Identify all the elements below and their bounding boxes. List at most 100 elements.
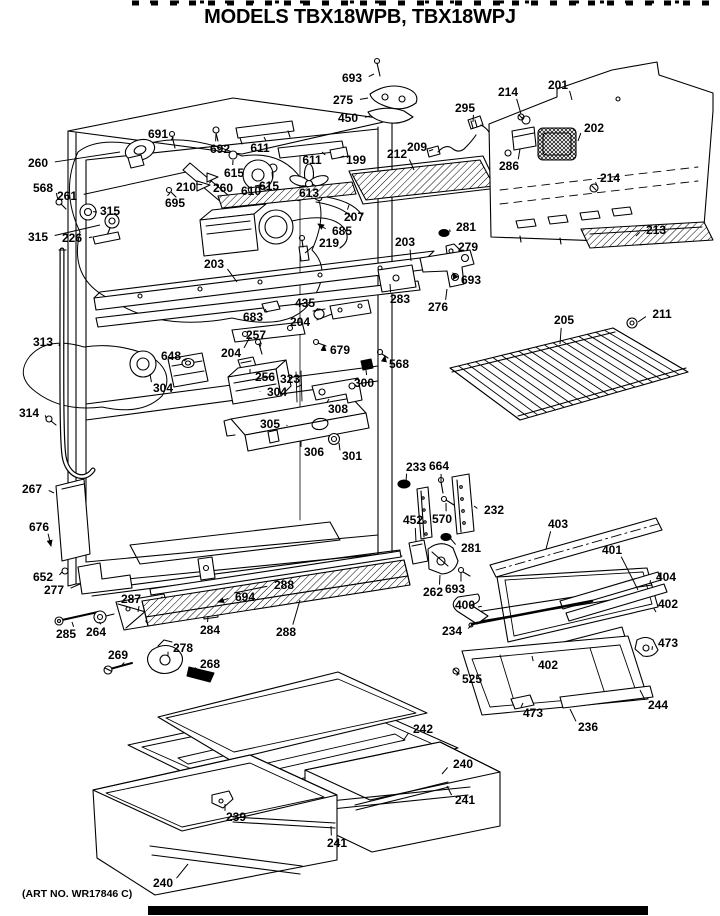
leader-line (445, 288, 448, 300)
leader-line (545, 531, 552, 550)
shelf-stack (452, 517, 668, 716)
part-label-301: 301 (342, 449, 362, 463)
leader-line (271, 171, 274, 179)
leader-line (226, 268, 238, 283)
cropped-text-fragments (132, 0, 716, 6)
part-label-685: 685 (332, 224, 352, 238)
part-label-234: 234 (442, 624, 462, 638)
part-label-214: 214 (498, 85, 518, 99)
part-label-236: 236 (578, 720, 598, 734)
leader-line (316, 313, 333, 321)
part-label-203: 203 (395, 235, 415, 249)
leader-line (438, 574, 441, 585)
part-label-214: 214 (600, 171, 620, 185)
part-label-286: 286 (499, 159, 519, 173)
leader-line (48, 489, 55, 494)
part-label-209: 209 (407, 140, 427, 154)
part-label-691: 691 (148, 127, 168, 141)
control-housings (129, 338, 389, 452)
leader-line (359, 97, 369, 100)
leader-line (517, 148, 521, 160)
part-label-202: 202 (584, 121, 604, 135)
part-label-525: 525 (462, 672, 482, 686)
art-number: (ART NO. WR17846 C) (22, 888, 133, 900)
leader-line (402, 732, 409, 742)
part-label-693: 693 (342, 71, 362, 85)
part-label-611: 611 (250, 141, 270, 155)
part-label-264: 264 (86, 625, 106, 639)
leader-line (55, 192, 59, 201)
part-label-306: 306 (304, 445, 324, 459)
part-label-204: 204 (290, 315, 310, 329)
leader-line (477, 605, 482, 608)
part-label-213: 213 (646, 223, 666, 237)
part-label-473: 473 (523, 706, 543, 720)
part-label-323: 323 (280, 372, 300, 386)
bottom-edge-bar (148, 906, 648, 915)
leader-line (516, 98, 522, 115)
part-label-244: 244 (648, 698, 668, 712)
part-label-315: 315 (28, 230, 48, 244)
part-label-611: 611 (302, 153, 322, 167)
leader-line (167, 192, 171, 197)
part-label-676: 676 (29, 520, 49, 534)
part-label-241: 241 (455, 793, 475, 807)
part-label-211: 211 (652, 307, 672, 321)
part-label-314: 314 (19, 406, 39, 420)
leader-line (296, 384, 302, 388)
part-label-288: 288 (276, 625, 296, 639)
leader-line (121, 662, 125, 666)
part-label-267: 267 (22, 482, 42, 496)
part-label-664: 664 (429, 459, 449, 473)
part-label-452: 452 (403, 513, 423, 527)
part-label-240: 240 (153, 876, 173, 890)
part-label-226: 226 (62, 231, 82, 245)
leader-line (595, 182, 598, 187)
part-label-300: 300 (354, 376, 374, 390)
part-label-262: 262 (423, 585, 443, 599)
leader-line (59, 571, 63, 576)
leader-line (639, 689, 646, 701)
part-label-615: 615 (259, 179, 279, 193)
part-label-203: 203 (204, 257, 224, 271)
leader-line (176, 863, 189, 879)
part-label-401: 401 (602, 543, 622, 557)
leader-line (405, 473, 408, 483)
leader-line (346, 204, 350, 210)
latch-parts (367, 57, 418, 124)
part-label-568: 568 (33, 181, 53, 195)
part-label-693: 693 (461, 273, 481, 287)
leader-line (71, 621, 75, 628)
part-label-260: 260 (28, 156, 48, 170)
part-label-276: 276 (428, 300, 448, 314)
leader-line (292, 599, 301, 625)
leader-line (304, 245, 314, 254)
leader-line (467, 623, 474, 629)
leader-line (408, 159, 415, 171)
part-label-694: 694 (235, 590, 255, 604)
leader-line (88, 236, 93, 239)
toe-grille-288 (141, 550, 411, 627)
leader-line (620, 556, 639, 591)
part-label-260: 260 (213, 181, 233, 195)
leader-line (137, 605, 140, 613)
crisper-pans (92, 741, 501, 896)
part-label-283: 283 (390, 292, 410, 306)
leader-line (243, 336, 251, 349)
leader-line (449, 537, 457, 545)
leader-line (195, 183, 203, 186)
leader-line (83, 171, 187, 195)
part-label-204: 204 (221, 346, 241, 360)
leader-line (653, 608, 657, 613)
part-label-400: 400 (455, 598, 475, 612)
part-label-210: 210 (176, 180, 196, 194)
part-label-241: 241 (327, 836, 347, 850)
part-label-269: 269 (108, 648, 128, 662)
part-label-305: 305 (260, 417, 280, 431)
part-label-278: 278 (173, 641, 193, 655)
part-label-610: 610 (241, 184, 261, 198)
part-label-240: 240 (453, 757, 473, 771)
part-label-257: 257 (246, 328, 266, 342)
leader-line (368, 73, 375, 78)
part-label-613: 613 (299, 186, 319, 200)
